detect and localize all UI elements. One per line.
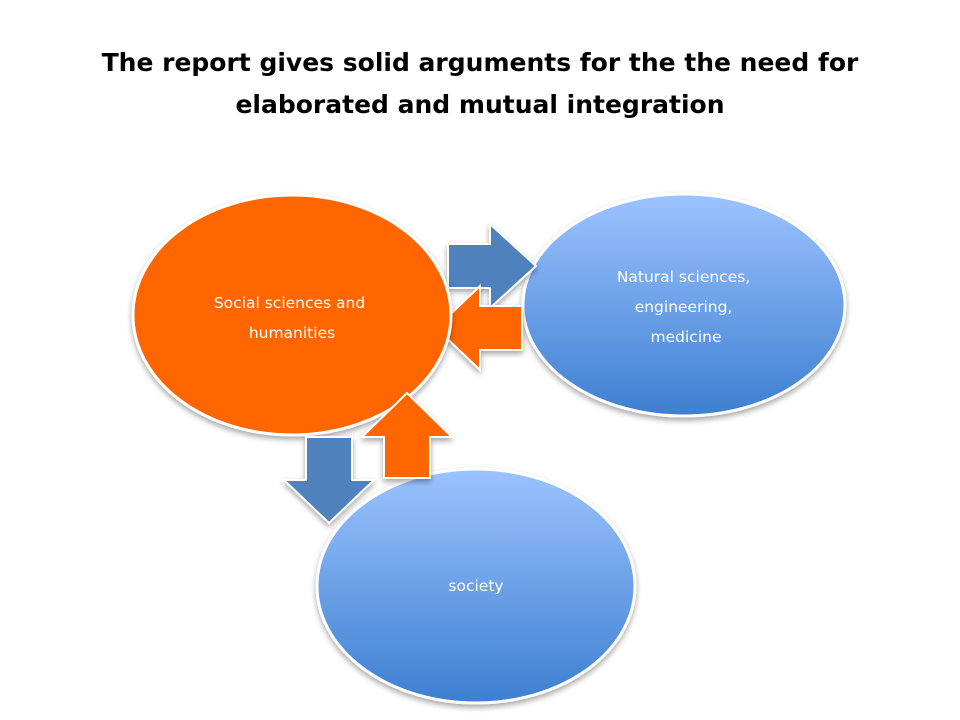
society-node: society <box>315 467 637 705</box>
social-sciences-label-line-2: humanities <box>249 324 335 342</box>
arrow-natural-to-social <box>434 283 523 373</box>
arrow-society-to-social <box>359 391 455 479</box>
natural-sciences-label-line-3: medicine <box>651 328 722 346</box>
social-sciences-label-line-1: Social sciences and <box>214 294 365 312</box>
arrow-social-to-society <box>281 436 377 525</box>
society-ellipse <box>315 467 637 705</box>
society-label: society <box>448 577 503 595</box>
natural-sciences-label: Natural sciences, engineering, medicine <box>617 268 755 346</box>
arrow-social-to-natural <box>447 221 538 311</box>
social-sciences-label: Social sciences and humanities <box>214 294 370 342</box>
slide-title: The report gives solid arguments for the… <box>101 48 859 119</box>
natural-sciences-node: Natural sciences, engineering, medicine <box>521 192 847 418</box>
social-sciences-node: Social sciences and humanities <box>131 193 453 437</box>
social-sciences-ellipse <box>131 193 453 437</box>
society-label-line: society <box>448 577 503 595</box>
natural-sciences-label-line-2: engineering, <box>635 298 733 316</box>
natural-sciences-label-line-1: Natural sciences, <box>617 268 750 286</box>
